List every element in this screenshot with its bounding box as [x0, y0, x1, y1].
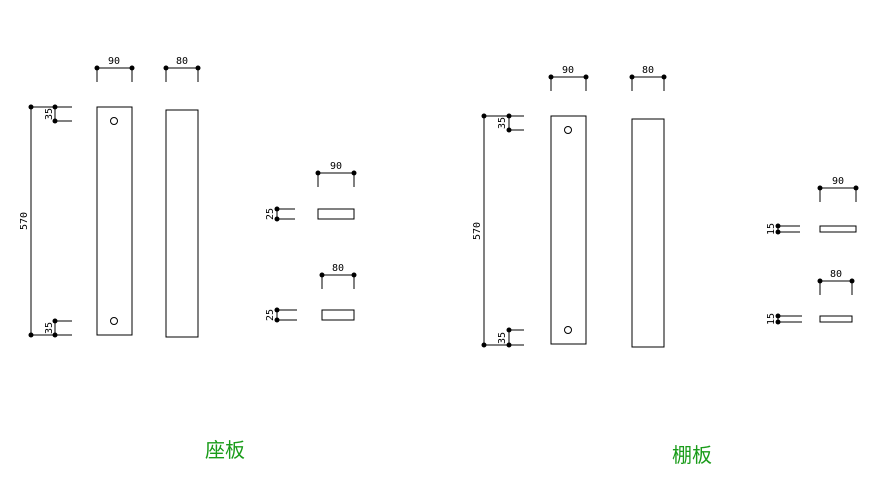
seat-top-hole [110, 117, 118, 125]
seat-length-label: 570 [19, 212, 30, 230]
seat-bottom-offset-dimension: 35 [44, 318, 72, 338]
shelf-length-dimension: 570 [472, 113, 524, 348]
shelf-section-side-thickness-label: 15 [766, 313, 777, 325]
shelf-section-front: 90 15 [766, 176, 859, 235]
seat-section-side: 80 25 [265, 263, 357, 323]
seat-front-width-dimension: 90 [94, 56, 135, 82]
shelf-section-side-rect [819, 315, 853, 323]
shelf-front-width-label: 90 [562, 65, 574, 76]
shelf-section-front-rect [819, 225, 857, 233]
shelf-side-view [631, 118, 665, 348]
shelf-section-side: 80 15 [766, 269, 855, 325]
shelf-section-front-thickness-label: 15 [766, 223, 777, 235]
shelf-side-width-dimension: 80 [629, 65, 667, 91]
seat-front-width-label: 90 [108, 56, 120, 67]
shelf-top-offset-label: 35 [497, 117, 508, 129]
shelf-section-front-width-label: 90 [832, 176, 844, 187]
shelf-bottom-offset-label: 35 [497, 332, 508, 344]
seat-side-width-dimension: 80 [163, 56, 201, 82]
seat-length-dimension: 570 [19, 104, 72, 338]
seat-bottom-hole [110, 317, 118, 325]
seat-section-side-thickness-label: 25 [265, 309, 276, 321]
seat-side-view [165, 109, 199, 338]
shelf-board-drawing: 570 35 35 90 [472, 65, 859, 467]
shelf-bottom-hole [564, 326, 572, 334]
seat-section-side-width-label: 80 [332, 263, 344, 274]
shelf-front-view [550, 115, 587, 345]
shelf-side-width-label: 80 [642, 65, 654, 76]
seat-side-width-label: 80 [176, 56, 188, 67]
seat-section-front: 90 25 [265, 161, 357, 222]
seat-caption: 座板 [205, 438, 245, 462]
shelf-length-label: 570 [472, 222, 483, 240]
shelf-section-side-width-label: 80 [830, 269, 842, 280]
seat-board-drawing: 570 35 35 90 [19, 56, 357, 462]
shelf-bottom-offset-dimension: 35 [497, 327, 524, 348]
seat-top-offset-label: 35 [44, 108, 55, 120]
seat-section-front-rect [317, 208, 355, 220]
shelf-top-hole [564, 126, 572, 134]
seat-top-offset-dimension: 35 [44, 104, 72, 124]
shelf-front-width-dimension: 90 [548, 65, 589, 91]
seat-section-side-rect [321, 309, 355, 321]
seat-section-front-thickness-label: 25 [265, 208, 276, 220]
shelf-caption: 棚板 [672, 443, 712, 467]
seat-bottom-offset-label: 35 [44, 322, 55, 334]
seat-front-view [96, 106, 133, 336]
shelf-top-offset-dimension: 35 [497, 113, 524, 133]
seat-section-front-width-label: 90 [330, 161, 342, 172]
